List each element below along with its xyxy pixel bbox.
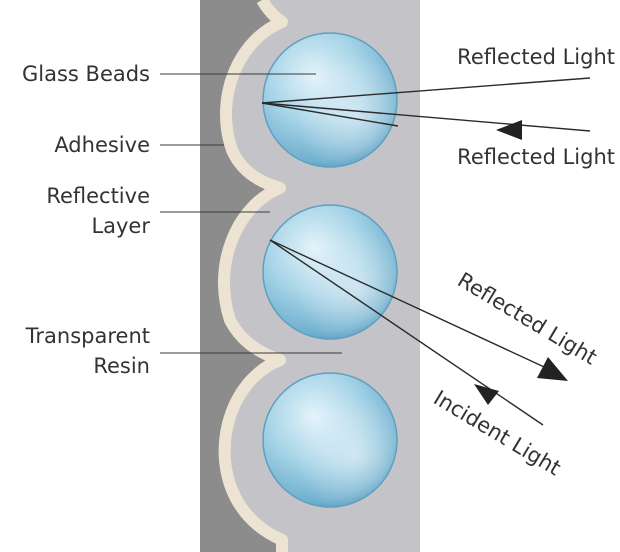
- label-resin-line1: Transparent: [25, 324, 150, 348]
- label-reflected-light-middle: Reflected Light: [457, 145, 615, 169]
- label-reflected-light-diagonal: Reflected Light: [453, 268, 601, 370]
- label-incident-light: Incident Light: [429, 386, 565, 481]
- glass-bead-bottom: [262, 372, 398, 508]
- adhesive-layer: [200, 0, 282, 552]
- label-reflective-line1: Reflective: [46, 184, 150, 208]
- arrowhead-reflected-out: [537, 357, 568, 381]
- label-reflective-line2: Layer: [91, 214, 150, 238]
- reflective-layer: [218, 0, 288, 552]
- arrowhead-incident-in: [474, 384, 499, 405]
- glass-bead-top: [262, 32, 398, 168]
- label-reflected-light-top: Reflected Light: [457, 45, 615, 69]
- label-resin-line2: Resin: [93, 354, 150, 378]
- glass-bead-middle: [262, 204, 398, 340]
- ray-diag-incident: [269, 239, 544, 426]
- ray-top-reflected-upper: [261, 77, 591, 104]
- label-adhesive: Adhesive: [54, 133, 150, 157]
- label-glass-beads: Glass Beads: [22, 62, 150, 86]
- ray-top-incident: [261, 102, 591, 132]
- arrowhead-top-incoming: [496, 120, 522, 140]
- ray-top-reflected-lower: [261, 102, 399, 127]
- ray-diag-reflected: [269, 239, 556, 373]
